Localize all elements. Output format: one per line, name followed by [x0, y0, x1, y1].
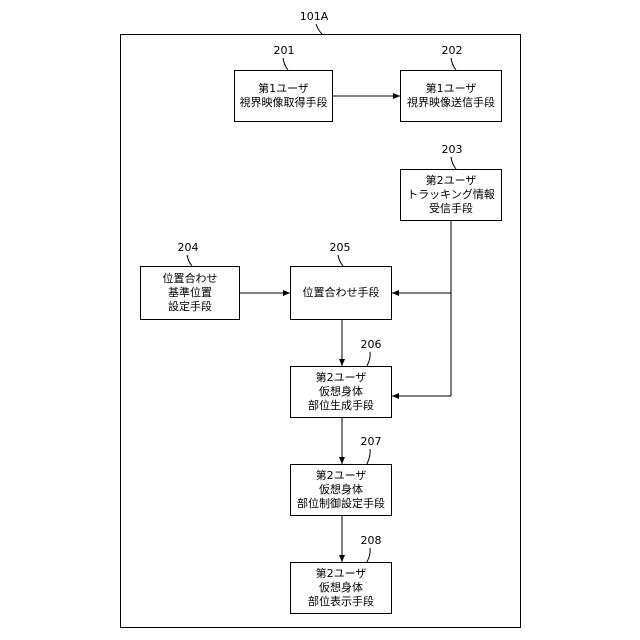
system-container	[120, 34, 521, 628]
ref-202: 202	[432, 45, 472, 57]
block-208-virtual-body-part-display: 第2ユーザ 仮想身体 部位表示手段	[290, 562, 392, 614]
ref-207: 207	[351, 436, 391, 448]
ref-201: 201	[264, 45, 304, 57]
block-208-text: 第2ユーザ 仮想身体 部位表示手段	[308, 567, 374, 609]
block-201-first-user-view-capture: 第1ユーザ 視界映像取得手段	[234, 70, 333, 122]
block-203-text: 第2ユーザ トラッキング情報 受信手段	[407, 174, 495, 216]
block-204-text: 位置合わせ 基準位置 設定手段	[163, 272, 218, 314]
block-206-text: 第2ユーザ 仮想身体 部位生成手段	[308, 371, 374, 413]
ref-205: 205	[320, 242, 360, 254]
ref-206: 206	[351, 339, 391, 351]
block-202-first-user-view-transmit: 第1ユーザ 視界映像送信手段	[400, 70, 502, 122]
block-205-alignment: 位置合わせ手段	[290, 266, 392, 320]
leader-101A	[316, 24, 322, 34]
container-label: 101A	[294, 11, 334, 23]
block-206-virtual-body-part-generation: 第2ユーザ 仮想身体 部位生成手段	[290, 366, 392, 418]
block-201-text: 第1ユーザ 視界映像取得手段	[240, 82, 328, 110]
block-205-text: 位置合わせ手段	[303, 286, 380, 300]
block-204-alignment-reference-setting: 位置合わせ 基準位置 設定手段	[140, 266, 240, 320]
ref-208: 208	[351, 535, 391, 547]
block-202-text: 第1ユーザ 視界映像送信手段	[407, 82, 495, 110]
ref-203: 203	[432, 144, 472, 156]
ref-204: 204	[168, 242, 208, 254]
block-207-virtual-body-part-control-setting: 第2ユーザ 仮想身体 部位制御設定手段	[290, 464, 392, 516]
block-203-second-user-tracking-receive: 第2ユーザ トラッキング情報 受信手段	[400, 169, 502, 221]
block-207-text: 第2ユーザ 仮想身体 部位制御設定手段	[297, 469, 385, 511]
